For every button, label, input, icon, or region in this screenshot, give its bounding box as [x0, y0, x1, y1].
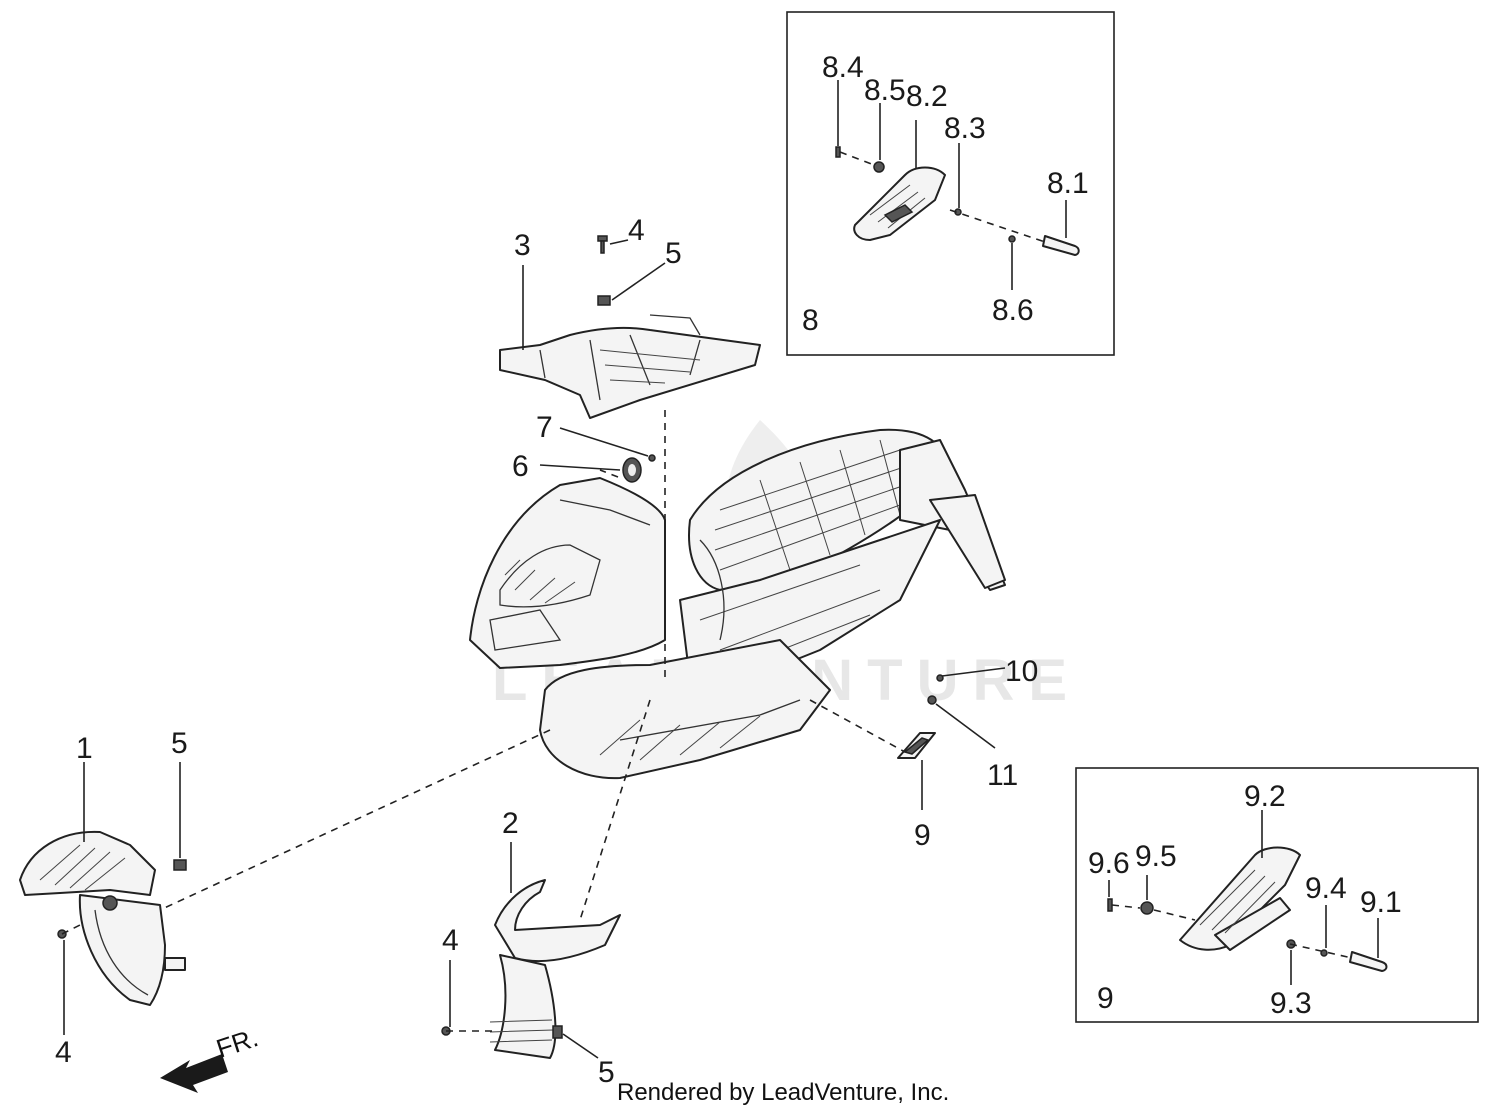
inset-9: 9.6 9.5 9.2 9.4 9.1 9.3 9	[1075, 767, 1479, 1023]
assembly-lines	[61, 410, 906, 1032]
callout-2: 2	[502, 807, 519, 840]
washer-icon	[1320, 949, 1328, 957]
label-8-4: 8.4	[822, 51, 864, 84]
front-label: FR.	[213, 1022, 262, 1063]
label-8-3: 8.3	[944, 112, 986, 145]
label-9-4: 9.4	[1305, 872, 1347, 905]
label-8-1: 8.1	[1047, 167, 1089, 200]
washer-icon	[1140, 901, 1154, 915]
part-6-grommet	[622, 457, 642, 483]
pin-icon	[1107, 898, 1113, 912]
front-direction: FR.	[160, 1022, 262, 1093]
inset-9-id: 9	[1097, 982, 1114, 1015]
callouts: 1 5 4 2 4 5 3 4 5 7 6 10 11 9	[55, 214, 1038, 1089]
part-7-screw	[648, 454, 656, 462]
callout-1: 1	[76, 732, 93, 765]
callout-4-left: 4	[55, 1036, 72, 1069]
part-1-front-fender	[19, 830, 187, 1006]
callout-10: 10	[1005, 655, 1038, 688]
pivot-pin-icon	[1349, 951, 1388, 972]
pivot-pin-icon	[1042, 235, 1080, 256]
part-2-lower-cover	[441, 879, 621, 1059]
leader-lines	[63, 239, 1006, 1059]
callout-7: 7	[536, 411, 553, 444]
clip-nut-icon	[552, 1025, 563, 1039]
part-11-washer	[927, 695, 937, 705]
callout-6: 6	[512, 450, 529, 483]
callout-11: 11	[987, 759, 1018, 792]
render-credit: Rendered by LeadVenture, Inc.	[617, 1079, 949, 1106]
label-9-2: 9.2	[1244, 780, 1286, 813]
bolt-icon	[597, 235, 608, 254]
arrow-left-icon	[160, 1054, 228, 1093]
inset-8-id: 8	[802, 304, 819, 337]
callout-5-top: 5	[665, 237, 682, 270]
part-9-footrest	[897, 674, 944, 759]
callout-5-bottom: 5	[598, 1056, 615, 1089]
clip-nut-icon	[597, 295, 611, 306]
scooter-body	[469, 428, 1006, 780]
washer-icon	[873, 161, 885, 173]
callout-5-left: 5	[171, 727, 188, 760]
callout-4-top: 4	[628, 214, 645, 247]
clip-nut-icon	[173, 859, 187, 871]
label-9-1: 9.1	[1360, 886, 1402, 919]
label-8-5: 8.5	[864, 74, 906, 107]
label-9-3: 9.3	[1270, 987, 1312, 1020]
part-10-screw	[936, 674, 944, 682]
inset-8: 8.4 8.5 8.2 8.3 8.1 8.6 8	[786, 11, 1115, 356]
callout-3: 3	[514, 229, 531, 262]
callout-9-main: 9	[914, 819, 931, 852]
washer-icon	[1008, 235, 1016, 243]
label-8-2: 8.2	[906, 80, 948, 113]
label-9-6: 9.6	[1088, 847, 1130, 880]
callout-4-mid: 4	[442, 924, 459, 957]
pin-icon	[835, 146, 841, 158]
label-8-6: 8.6	[992, 294, 1034, 327]
label-9-5: 9.5	[1135, 840, 1177, 873]
part-3-floor-panel	[499, 235, 761, 419]
